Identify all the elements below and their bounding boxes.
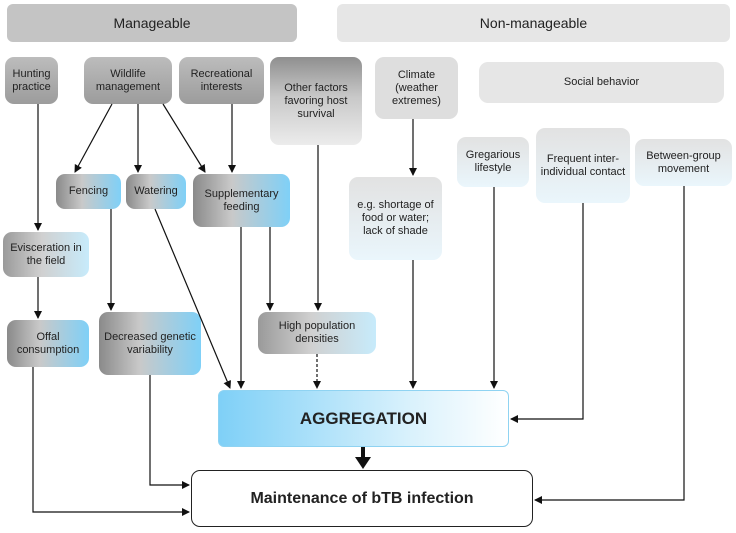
- manageable-header: Manageable: [7, 4, 297, 42]
- shortage-node: e.g. shortage of food or water; lack of …: [349, 177, 442, 260]
- arrow-watering-aggregation: [154, 208, 231, 389]
- maintenance-node: Maintenance of bTB infection: [191, 470, 533, 527]
- high-population-densities-node: High population densities: [258, 312, 376, 354]
- non-manageable-header: Non-manageable: [337, 4, 730, 42]
- evisceration-node: Evisceration in the field: [3, 232, 89, 277]
- fencing-node: Fencing: [56, 174, 121, 209]
- climate-node: Climate (weather extremes): [375, 57, 458, 119]
- watering-node: Watering: [126, 174, 186, 209]
- between-group-movement-node: Between-group movement: [635, 139, 732, 186]
- decreased-genetic-variability-node: Decreased genetic variability: [99, 312, 201, 375]
- arrow-wildlife-fencing: [74, 103, 113, 173]
- arrow-betweengroup-maintenance: [534, 186, 685, 504]
- arrow-offal-maintenance: [32, 367, 190, 516]
- recreational-interests-node: Recreational interests: [179, 57, 264, 104]
- offal-consumption-node: Offal consumption: [7, 320, 89, 367]
- arrow-aggregation-maintenance-head: [355, 457, 371, 469]
- supplementary-feeding-node: Supplementary feeding: [193, 174, 290, 227]
- arrow-wildlife-supplementary: [162, 103, 206, 173]
- arrow-decreased-maintenance: [149, 375, 190, 489]
- wildlife-management-node: Wildlife management: [84, 57, 172, 104]
- gregarious-lifestyle-node: Gregarious lifestyle: [457, 137, 529, 187]
- other-factors-node: Other factors favoring host survival: [270, 57, 362, 145]
- arrow-frequent-aggregation: [510, 203, 584, 423]
- social-behavior-node: Social behavior: [479, 62, 724, 103]
- hunting-practice-node: Hunting practice: [5, 57, 58, 104]
- frequent-contact-node: Frequent inter-individual contact: [536, 128, 630, 203]
- aggregation-node: AGGREGATION: [218, 390, 509, 447]
